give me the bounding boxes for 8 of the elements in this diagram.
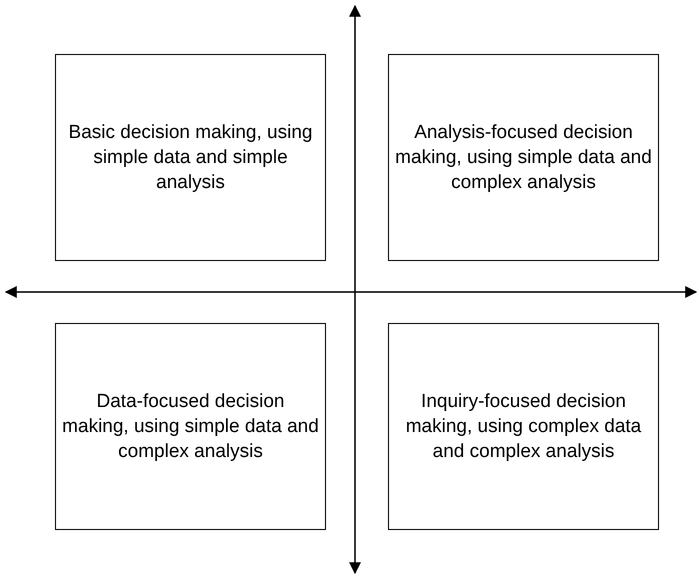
quadrant-box — [55, 323, 326, 530]
quadrant-box — [55, 54, 326, 261]
quadrant-text: Inquiry-focused decision making, using complex data and complex analysis — [404, 390, 642, 464]
quadrant-text: Basic decision making, using simple data and simple analysis — [68, 121, 314, 195]
quadrant-text: Data-focused decision making, using simple data and complex analysis — [61, 390, 320, 464]
quadrant-box — [388, 54, 659, 261]
quadrant-box — [388, 323, 659, 530]
quadrant-text: Analysis-focused decision making, using simple data and complex analysis — [394, 121, 653, 195]
